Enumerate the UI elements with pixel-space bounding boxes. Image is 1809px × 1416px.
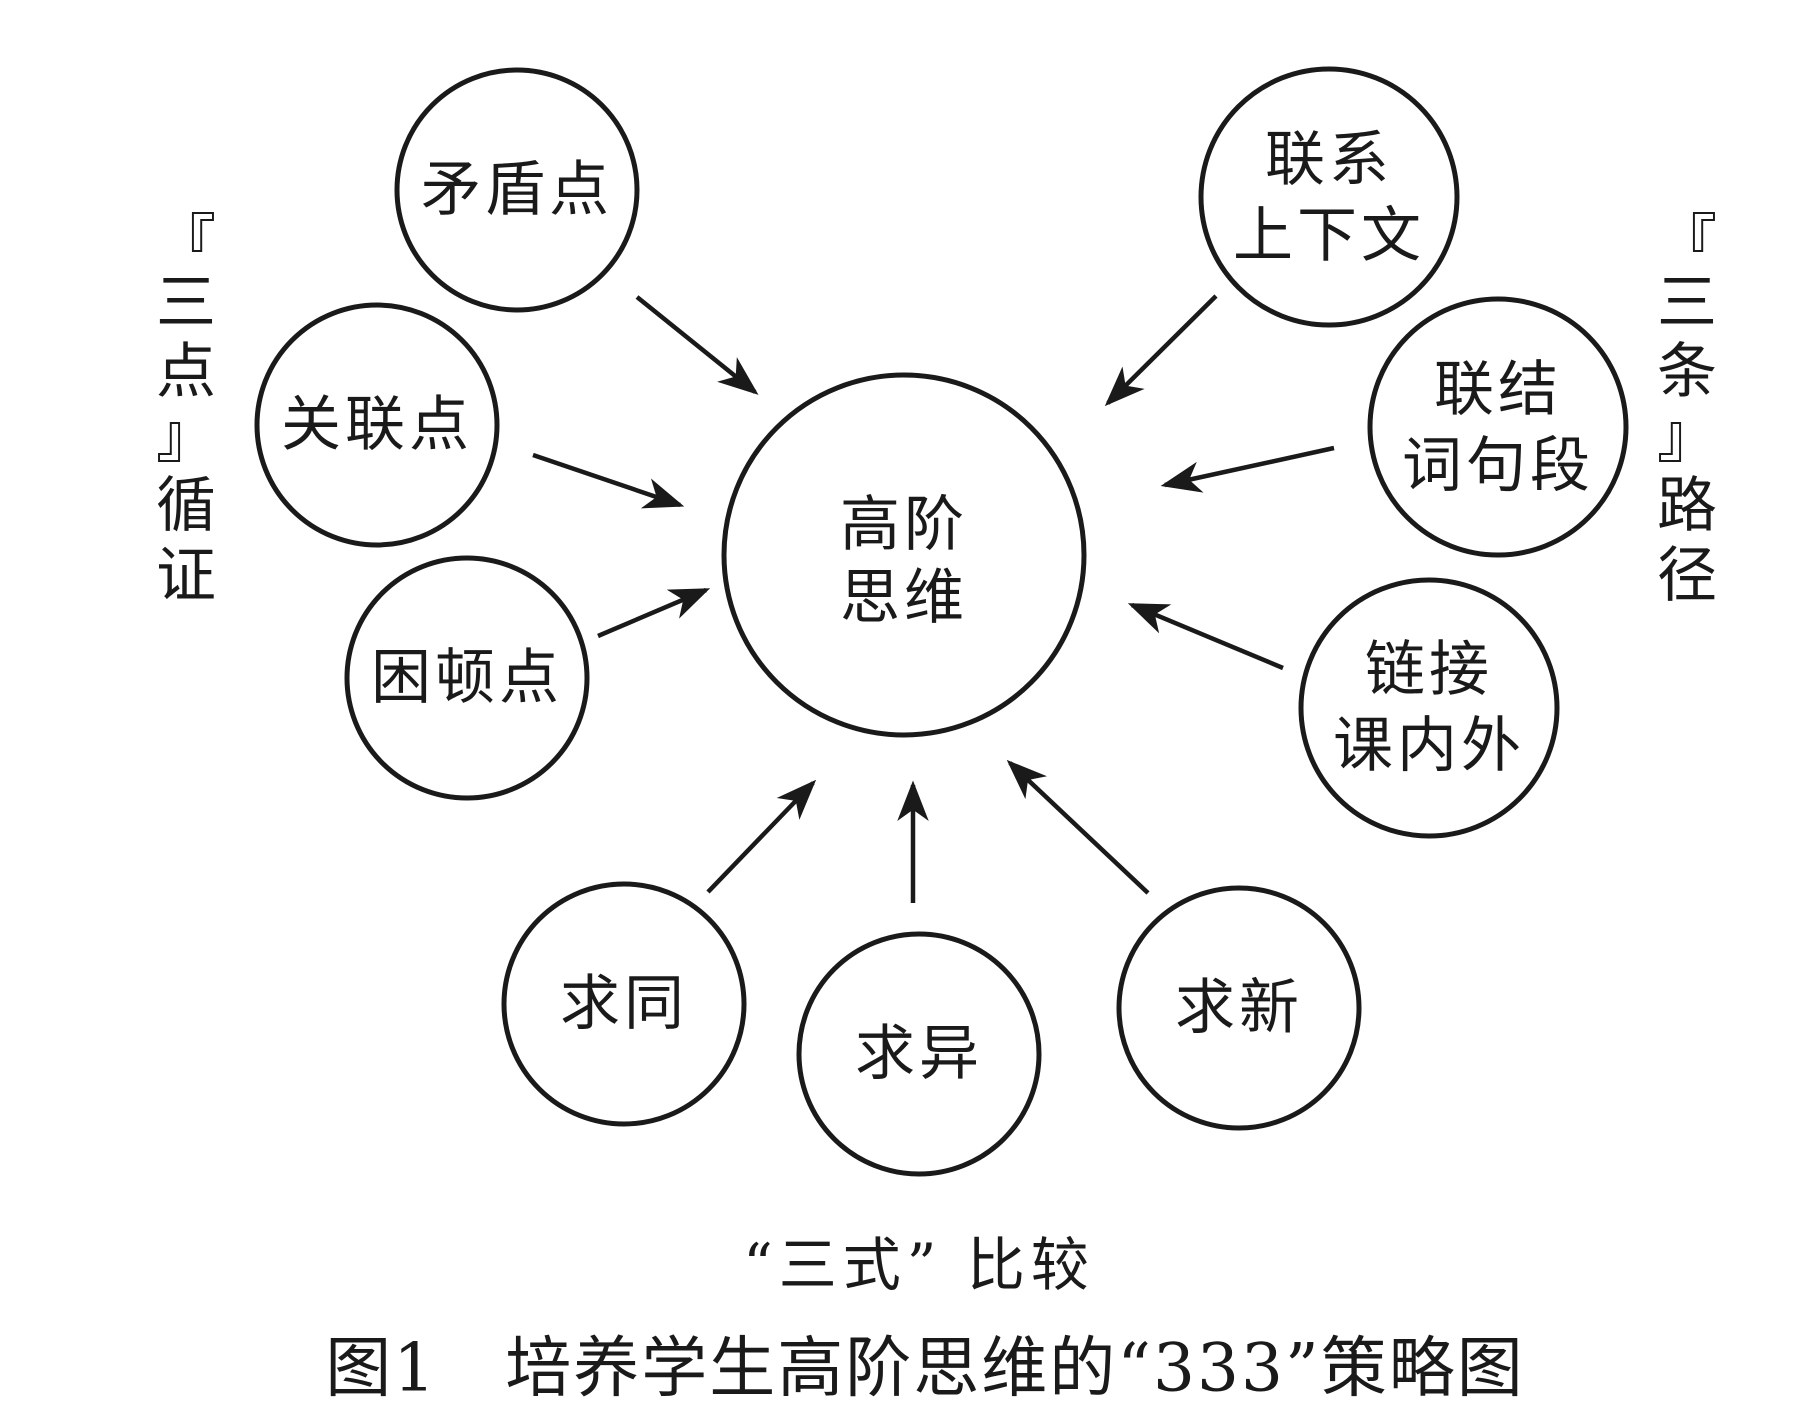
right-node-lianxi: 联系 上下文	[1198, 66, 1460, 328]
node-label: 求异	[855, 1019, 983, 1089]
node-circle	[1198, 66, 1460, 328]
left-label-char: 『	[156, 208, 216, 278]
right-node-lianjie: 联结 词句段	[1367, 296, 1629, 558]
arrow-lianjie2-to-center	[1127, 602, 1284, 671]
node-label: 求同	[560, 969, 688, 1039]
center-node: 高阶 思维	[721, 372, 1087, 738]
left-label-char: 点	[156, 337, 216, 407]
arrow-qiuxin-to-center	[1006, 759, 1150, 895]
node-circle	[1116, 885, 1362, 1131]
node-circle	[394, 67, 640, 313]
right-group-label: 『 三 条 』 路 径	[1657, 208, 1717, 611]
node-label: 矛盾点	[421, 155, 613, 225]
left-group-label: 『 三 点 』 循 证	[156, 208, 216, 611]
node-label: 求新	[1175, 973, 1303, 1043]
left-node-kundun: 困顿点	[344, 555, 590, 801]
arrow-kundun-to-center	[597, 587, 711, 639]
bottom-node-qiutong: 求同	[501, 881, 747, 1127]
arrow-lianjie-to-center	[1160, 445, 1335, 493]
bottom-node-qiuyi: 求异	[796, 931, 1042, 1177]
node-circle	[254, 302, 500, 548]
node-label: 困顿点	[371, 643, 563, 713]
node-label-line-1: 联结	[1434, 355, 1562, 425]
left-node-maodun: 矛盾点	[394, 67, 640, 313]
left-node-guanlian: 关联点	[254, 302, 500, 548]
node-label-line-2: 词句段	[1402, 431, 1594, 501]
right-label-char: 『	[1657, 208, 1717, 278]
right-label-char: 』	[1657, 402, 1717, 472]
left-label-char: 证	[156, 541, 216, 611]
node-label: 关联点	[281, 390, 473, 460]
left-label-char: 循	[156, 471, 216, 541]
left-label-char: 』	[156, 402, 216, 472]
figure-caption: 图1 培养学生高阶思维的“333”策略图	[325, 1330, 1524, 1407]
right-label-char: 条	[1657, 337, 1717, 407]
arrow-lianxi-to-center	[1104, 294, 1218, 407]
node-label-line-1: 链接	[1365, 635, 1493, 705]
node-circle	[344, 555, 590, 801]
node-label-line-1: 联系	[1265, 125, 1393, 195]
right-label-char: 路	[1657, 471, 1717, 541]
node-circle	[796, 931, 1042, 1177]
right-label-char: 径	[1657, 541, 1717, 611]
node-circle	[1298, 577, 1560, 839]
bottom-group-label: “三式” 比较	[743, 1231, 1095, 1299]
node-circle	[1367, 296, 1629, 558]
center-circle	[721, 372, 1087, 738]
node-label-line-2: 上下文	[1233, 201, 1425, 271]
arrow-maodun-to-center	[635, 295, 759, 395]
right-node-lianjie2: 链接 课内外	[1298, 577, 1560, 839]
right-label-char: 三	[1657, 268, 1717, 338]
center-line-1: 高阶	[840, 490, 968, 560]
node-label-line-2: 课内外	[1333, 711, 1525, 781]
node-circle	[501, 881, 747, 1127]
bottom-node-qiuxin: 求新	[1116, 885, 1362, 1131]
arrow-qiutong-to-center	[706, 779, 817, 894]
arrow-guanlian-to-center	[532, 452, 685, 509]
left-label-char: 三	[156, 268, 216, 338]
center-line-2: 思维	[840, 563, 968, 633]
